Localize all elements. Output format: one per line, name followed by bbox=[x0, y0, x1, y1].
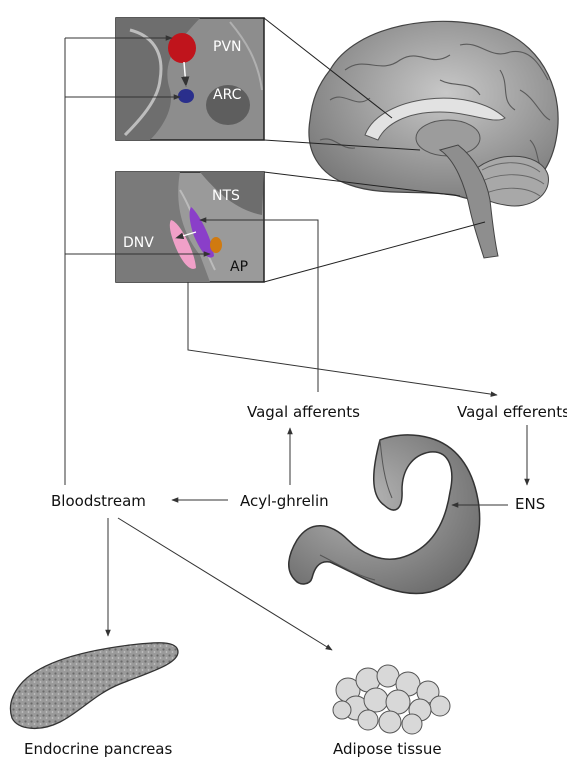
ap-label: AP bbox=[230, 260, 248, 274]
brain-illustration bbox=[309, 21, 558, 258]
acyl-ghrelin-label: Acyl-ghrelin bbox=[240, 494, 329, 509]
nts-label: NTS bbox=[212, 189, 240, 203]
adipose-illustration bbox=[333, 665, 450, 734]
adipose-tissue-label: Adipose tissue bbox=[333, 742, 442, 757]
endocrine-pancreas-label: Endocrine pancreas bbox=[24, 742, 172, 757]
pvn-label: PVN bbox=[213, 40, 242, 54]
bloodstream-label: Bloodstream bbox=[51, 494, 146, 509]
arc-nucleus bbox=[178, 89, 194, 103]
pancreas-illustration bbox=[10, 643, 178, 729]
pvn-nucleus bbox=[168, 33, 196, 63]
arc-label: ARC bbox=[213, 88, 241, 102]
vagal-afferents-label: Vagal afferents bbox=[247, 405, 360, 420]
ap-nucleus bbox=[210, 237, 222, 253]
stomach-illustration bbox=[289, 435, 480, 594]
hypothalamus-inset bbox=[116, 18, 264, 140]
dnv-label: DNV bbox=[123, 236, 154, 250]
dnv-to-efferent-line bbox=[188, 282, 497, 395]
vagal-efferents-label: Vagal efferents bbox=[457, 405, 567, 420]
ens-label: ENS bbox=[515, 497, 545, 512]
